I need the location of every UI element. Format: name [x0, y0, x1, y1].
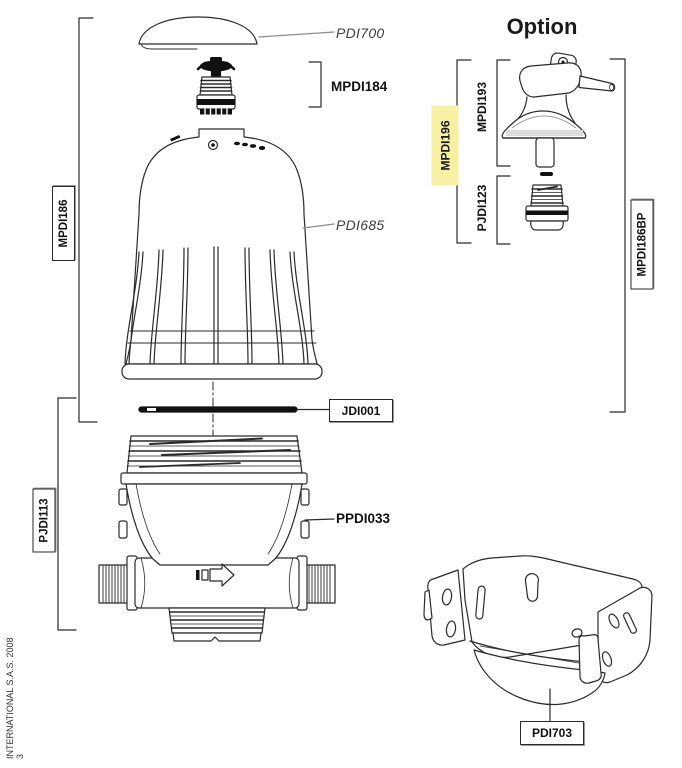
label-pdi700: PDI700 [336, 25, 385, 41]
label-pdi703: PDI703 [520, 721, 584, 745]
leader-ppdi033 [304, 518, 335, 521]
seal-rod-drawing [138, 406, 298, 413]
bracket-pjdi123 [496, 175, 511, 245]
bracket-mpdi186 [78, 17, 98, 423]
bracket-mpdi186bp [609, 58, 626, 413]
bracket-mpdi196 [456, 59, 472, 244]
label-pdi685: PDI685 [336, 217, 385, 233]
label-mpdi184: MPDI184 [331, 79, 388, 94]
lower-body-drawing [98, 435, 336, 642]
pump-body-drawing [121, 128, 323, 380]
valve-part-drawing [196, 57, 236, 116]
label-mpdi186bp: MPDI186BP [630, 199, 654, 290]
bracket-mpdi193 [496, 59, 511, 167]
footer-line1: INTERNATIONAL S.A.S. 2008 [5, 637, 15, 759]
label-pjdi113: PJDI113 [32, 488, 56, 553]
option-section-title: Option [506, 14, 578, 39]
mounting-bracket-drawing [423, 555, 653, 706]
footer-copyright: INTERNATIONAL S.A.S. 2008 3 [5, 627, 27, 759]
label-mpdi186: MPDI186 [52, 186, 75, 261]
bracket-mpdi184 [308, 61, 322, 108]
suction-valve-drawing [501, 52, 616, 176]
label-pjdi123: PJDI123 [475, 184, 489, 232]
label-mpdi193: MPDI193 [475, 81, 489, 133]
bracket-pjdi113 [57, 397, 77, 631]
label-jdi001: JDI001 [329, 399, 393, 422]
leader-pdi700 [258, 31, 335, 38]
plug-fitting-drawing [525, 184, 569, 231]
dome-cap-drawing [138, 16, 258, 50]
footer-line2: 3 [15, 753, 25, 759]
label-mpdi196-highlighted: MPDI196 [431, 105, 459, 186]
leader-pdi685 [302, 223, 335, 229]
label-ppdi033: PPDI033 [336, 511, 391, 526]
